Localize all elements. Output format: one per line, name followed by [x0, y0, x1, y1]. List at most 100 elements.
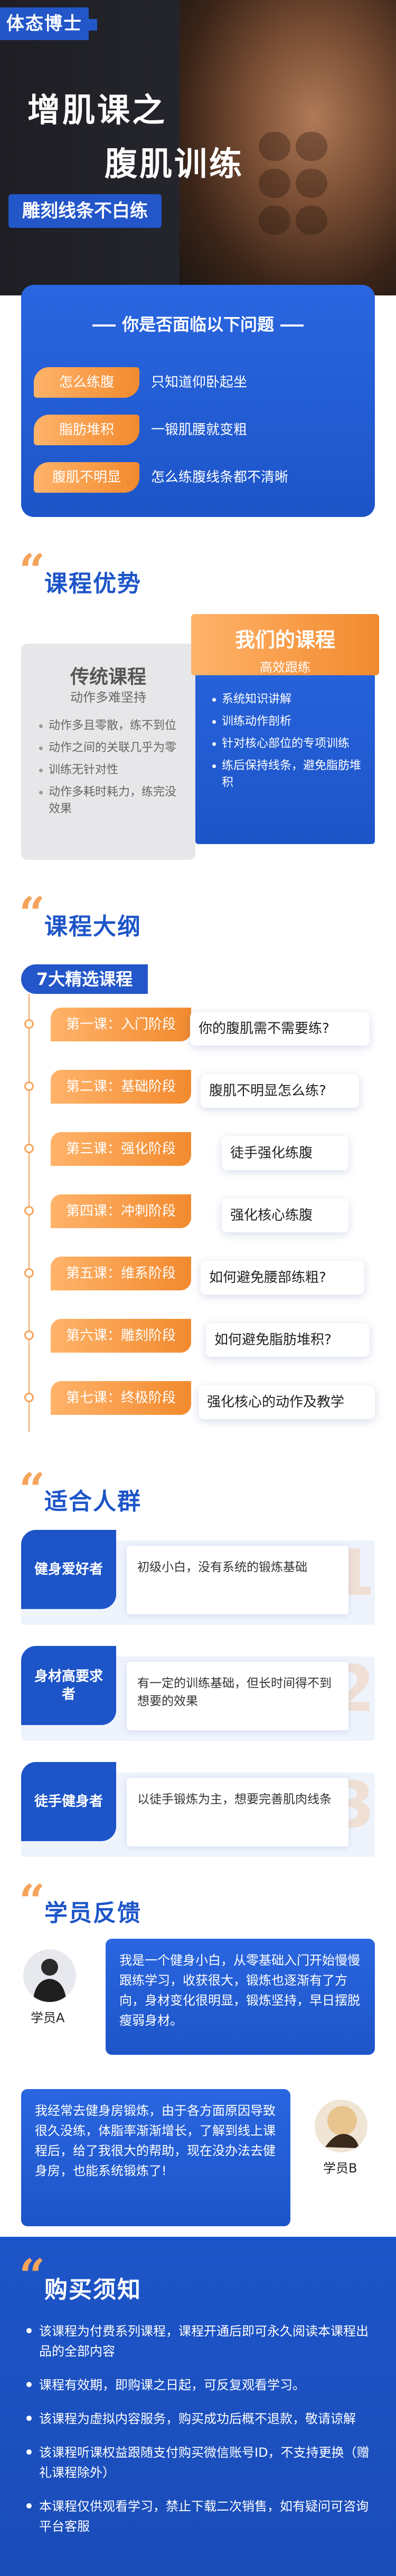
student-a-comment: 我是一个健身小白，从零基础入门开始慢慢跟练学习，收获很大，锻炼也逐渐有了方向，身…	[106, 1939, 375, 2055]
lesson-topic: 如何避免腰部练粗?	[201, 1261, 364, 1295]
notice-section: “ 购买须知 该课程为付费系列课程，课程开通后即可永久阅读本课程出品的全部内容 …	[0, 2237, 396, 2576]
brand-logo: 体态博士	[0, 7, 89, 40]
lesson-topic: 腹肌不明显怎么练?	[201, 1074, 359, 1108]
list-item: 训练无针对性	[39, 762, 187, 779]
question-heading: 你是否面临以下问题	[21, 311, 375, 336]
lesson-row[interactable]: 第六课：雕刻阶段 如何避免脂肪堆积?	[0, 1314, 396, 1362]
traditional-subtitle: 动作多难坚持	[70, 690, 146, 705]
our-course-header: 我们的课程 高效跟练	[191, 614, 379, 675]
feedback-section: “ 学员反馈 学员A 我是一个健身小白，从零基础入门开始慢慢跟练学习，收获很大，…	[0, 1868, 396, 2237]
lesson-stage: 第七课：终极阶段	[51, 1381, 191, 1415]
our-course-card: 我们的课程 高效跟练 系统知识讲解 训练动作剖析 针对核心部位的专项训练 练后保…	[191, 614, 379, 844]
audience-row: 03 徒手健身者 以徒手锻炼为主，想要完善肌肉线条	[21, 1762, 375, 1862]
lesson-stage: 第一课：入门阶段	[51, 1008, 191, 1041]
lesson-topic: 徒手强化练腹	[222, 1136, 348, 1170]
quote-mark-icon: “	[19, 1463, 45, 1517]
lesson-topic: 强化核心练腹	[222, 1199, 348, 1232]
lesson-row[interactable]: 第三课：强化阶段 徒手强化练腹	[0, 1127, 396, 1175]
list-item: 动作多且零散，练不到位	[39, 717, 187, 734]
list-item: 训练动作剖析	[212, 713, 365, 730]
avatar	[315, 2100, 367, 2152]
hero-title-line1: 增肌课之	[27, 91, 167, 129]
timeline-dot	[24, 1206, 34, 1215]
notice-list: 该课程为付费系列课程，课程开通后即可永久阅读本课程出品的全部内容 课程有效期，即…	[26, 2321, 370, 2550]
quote-mark-icon: “	[19, 2249, 45, 2303]
lesson-stage: 第三课：强化阶段	[51, 1132, 191, 1166]
list-item: 动作多耗时耗力，练完没效果	[39, 784, 187, 818]
section-heading: 适合人群	[44, 1488, 142, 1515]
traditional-points: 动作多且零散，练不到位 动作之间的关联几乎为零 训练无针对性 动作多耗时耗力，练…	[39, 717, 187, 823]
lesson-stage: 第二课：基础阶段	[51, 1070, 191, 1104]
timeline-dot	[24, 1081, 34, 1091]
audience-tag: 健身爱好者	[21, 1530, 116, 1609]
student-b-name: 学员B	[323, 2161, 357, 2176]
audience-row: 01 健身爱好者 初级小白，没有系统的锻炼基础	[21, 1530, 375, 1630]
question-section: 你是否面临以下问题 怎么练腹 只知道仰卧起坐 脂肪堆积 一锻肌腰就变粗 腹肌不明…	[0, 274, 396, 520]
lesson-row[interactable]: 第二课：基础阶段 腹肌不明显怎么练?	[0, 1065, 396, 1113]
lesson-topic: 如何避免脂肪堆积?	[206, 1323, 370, 1357]
hero-banner: 体态博士 增肌课之 腹肌训练 雕刻线条不白练	[0, 0, 396, 295]
list-item: 课程有效期，即购课之日起，可反复观看学习。	[26, 2375, 370, 2395]
brand-accent-bar	[89, 19, 97, 31]
outline-badge: 7大精选课程	[21, 964, 148, 994]
advantage-section: “ 课程优势 传统课程 动作多难坚持 动作多且零散，练不到位 动作之间的关联几乎…	[0, 533, 396, 876]
heading-dash-right	[280, 324, 304, 327]
question-tag: 脂肪堆积	[34, 415, 139, 445]
timeline-dot	[24, 1019, 34, 1029]
question-row: 脂肪堆积 一锻肌腰就变粗	[21, 411, 375, 448]
our-course-points: 系统知识讲解 训练动作剖析 针对核心部位的专项训练 练后保持线条，避免脂肪堆积	[212, 691, 365, 797]
question-text: 一锻肌腰就变粗	[151, 422, 248, 438]
avatar	[23, 1949, 76, 2002]
list-item: 该课程为付费系列课程，课程开通后即可永久阅读本课程出品的全部内容	[26, 2321, 370, 2361]
student-b-avatar-icon	[315, 2100, 367, 2152]
question-text: 只知道仰卧起坐	[151, 375, 248, 390]
lesson-topic: 你的腹肌需不需要练?	[190, 1012, 370, 1046]
list-item: 练后保持线条，避免脂肪堆积	[212, 758, 365, 791]
section-heading: 学员反馈	[44, 1900, 142, 1927]
heading-dash-left	[92, 324, 116, 327]
audience-section: “ 适合人群 01 健身爱好者 初级小白，没有系统的锻炼基础 02 身材高要求者…	[0, 1467, 396, 1868]
question-tag: 怎么练腹	[34, 367, 139, 398]
athlete-torso-image	[180, 0, 396, 295]
quote-mark-icon: “	[19, 544, 45, 598]
question-row: 腹肌不明显 怎么练腹线条都不清晰	[21, 459, 375, 496]
timeline-dot	[24, 1268, 34, 1278]
question-heading-text: 你是否面临以下问题	[121, 314, 274, 334]
timeline-dot	[24, 1393, 34, 1402]
audience-tag: 身材高要求者	[21, 1646, 116, 1725]
student-b-comment: 我经常去健身房锻炼，由于各方面原因导致很久没练，体脂率渐渐增长，了解到线上课程后…	[21, 2089, 290, 2226]
audience-text: 有一定的训练基础，但长时间得不到想要的效果	[127, 1662, 348, 1730]
lesson-topic: 强化核心的动作及教学	[199, 1385, 375, 1419]
question-row: 怎么练腹 只知道仰卧起坐	[21, 364, 375, 401]
list-item: 动作之间的关联几乎为零	[39, 740, 187, 756]
audience-text: 初级小白，没有系统的锻炼基础	[127, 1546, 348, 1614]
traditional-title: 传统课程	[70, 666, 146, 688]
lesson-stage: 第四课：冲刺阶段	[51, 1194, 191, 1228]
outline-section: “ 课程大纲 7大精选课程 第一课：入门阶段 你的腹肌需不需要练? 第二课：基础…	[0, 876, 396, 1467]
lesson-row[interactable]: 第四课：冲刺阶段 强化核心练腹	[0, 1189, 396, 1238]
section-heading: 课程优势	[44, 570, 142, 597]
lesson-row[interactable]: 第五课：维系阶段 如何避免腰部练粗?	[0, 1251, 396, 1300]
lesson-row[interactable]: 第七课：终极阶段 强化核心的动作及教学	[0, 1376, 396, 1424]
section-heading: 课程大纲	[44, 913, 142, 940]
list-item: 该课程听课权益跟随支付购买微信账号ID，不支持更换（赠礼课程除外）	[26, 2443, 370, 2483]
list-item: 针对核心部位的专项训练	[212, 735, 365, 752]
section-heading: 购买须知	[44, 2276, 142, 2303]
student-a-name: 学员A	[31, 2010, 65, 2025]
question-card: 你是否面临以下问题 怎么练腹 只知道仰卧起坐 脂肪堆积 一锻肌腰就变粗 腹肌不明…	[21, 285, 375, 517]
traditional-course-card: 传统课程 动作多难坚持 动作多且零散，练不到位 动作之间的关联几乎为零 训练无针…	[21, 644, 195, 860]
lesson-row[interactable]: 第一课：入门阶段 你的腹肌需不需要练?	[0, 1002, 396, 1051]
list-item: 本课程仅供观看学习，禁止下载二次销售，如有疑问可咨询平台客服	[26, 2496, 370, 2536]
hero-tagline: 雕刻线条不白练	[8, 194, 162, 228]
question-tag: 腹肌不明显	[34, 462, 139, 493]
audience-text: 以徒手锻炼为主，想要完善肌肉线条	[127, 1778, 348, 1846]
timeline-dot	[24, 1144, 34, 1153]
audience-tag: 徒手健身者	[21, 1762, 116, 1841]
hero-title-line2: 腹肌训练	[105, 145, 244, 183]
student-a-avatar-icon	[23, 1949, 76, 2002]
quote-mark-icon: “	[19, 887, 45, 941]
lesson-stage: 第六课：雕刻阶段	[51, 1319, 191, 1353]
our-course-title: 我们的课程	[234, 628, 335, 652]
quote-mark-icon: “	[19, 1875, 45, 1928]
